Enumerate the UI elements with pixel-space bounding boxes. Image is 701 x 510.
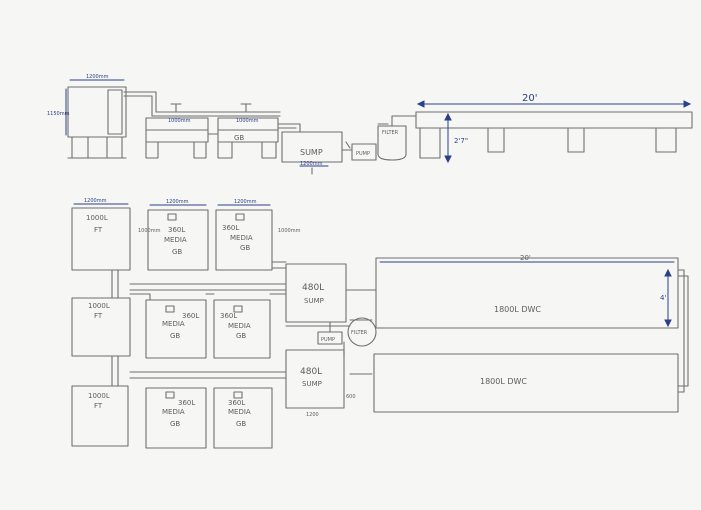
side-dwc-bed [415, 111, 693, 159]
side-dim-1: 1000mm [138, 228, 161, 234]
plan-fish-tank-3: 1000L FT [71, 385, 129, 447]
plan-sump-2: 480L SUMP 1200 [285, 349, 345, 418]
plan-grow-bed-a: 1200mm 360L MEDIA GB [147, 199, 209, 271]
ft1-sub: FT [94, 226, 103, 234]
dwc-length-dimension: 20' [416, 93, 692, 108]
plan-pump-label: PUMP [321, 337, 335, 343]
gb-d-label: 360L [220, 312, 237, 320]
ft-width-label: 1200mm [86, 74, 109, 80]
side-fish-tank [67, 86, 127, 159]
small-dim: 600 [346, 394, 356, 400]
gb-b-dim: 1200mm [234, 199, 257, 205]
filter-label: FILTER [382, 130, 399, 136]
gb-f-sub: MEDIA [228, 408, 251, 416]
gb-b-sub: MEDIA [230, 234, 253, 242]
plan-sump-1: 480L SUMP [285, 263, 347, 323]
plan-dwc-length-dimension: 20' [379, 254, 675, 263]
plan-fish-tank-2: 1000L FT [71, 297, 131, 357]
ft1-dim: 1200mm [84, 198, 107, 204]
gb-c-sub: MEDIA [162, 320, 185, 328]
gb-d-gb: GB [236, 332, 246, 340]
dwc1-label: 1800L DWC [494, 305, 541, 314]
ft3-label: 1000L [88, 392, 110, 400]
ft3-sub: FT [94, 402, 103, 410]
sump2-label: 480L [300, 367, 322, 377]
gb2-width-label: 1000mm [236, 118, 259, 124]
plan-dwc-return-pipe [677, 269, 689, 393]
side-pump: PUMP [351, 143, 377, 161]
side-view: 1200mm 1150mm 1000mm 1000mm GB [47, 74, 693, 175]
plan-grow-bed-c: 360L MEDIA GB [145, 299, 207, 359]
ft-width-dimension: 1200mm [69, 74, 125, 81]
dwc-length-label: 20' [522, 93, 537, 104]
gb-b-gb: GB [240, 244, 250, 252]
sump-width-label: 1200mm [300, 161, 323, 167]
ft2-sub: FT [94, 312, 103, 320]
dwc2-label: 1800L DWC [480, 377, 527, 386]
gb1-width-label: 1000mm [168, 118, 191, 124]
plan-dwc-bed-2: 1800L DWC [373, 353, 679, 413]
gb-d-sub: MEDIA [228, 322, 251, 330]
gb2-label: GB [234, 134, 244, 142]
gb-e-sub: MEDIA [162, 408, 185, 416]
plan-grow-bed-f: 360L MEDIA GB [213, 387, 273, 449]
ft2-label: 1000L [88, 302, 110, 310]
side-filter: FILTER [377, 125, 407, 161]
side-dim-2: 1000mm [278, 228, 301, 234]
gb-a-dim: 1200mm [166, 199, 189, 205]
plan-grow-bed-b: 1200mm 360L MEDIA GB [215, 199, 273, 271]
sump2-dim: 1200 [306, 412, 319, 418]
gb-c-gb: GB [170, 332, 180, 340]
sump1-label: 480L [302, 283, 324, 293]
plan-plumbing [111, 261, 377, 387]
gb-b-label: 360L [222, 224, 239, 232]
plan-dwc-width-dimension: 4' [660, 268, 672, 328]
plan-dwc-length-label: 20' [520, 254, 531, 262]
plan-fish-tank-1: 1200mm 1000L FT [71, 198, 131, 271]
gb-a-label: 360L [168, 226, 185, 234]
dwc-height-label: 2'7" [454, 137, 468, 145]
pump-label: PUMP [356, 151, 370, 157]
plan-filter: FILTER [347, 317, 377, 347]
plan-grow-bed-e: 360L MEDIA GB [145, 387, 207, 449]
sump-label: SUMP [300, 148, 323, 157]
dwc-height-dimension: 2'7" [444, 112, 468, 164]
sump2-sub: SUMP [302, 380, 322, 388]
plan-grow-bed-d: 360L MEDIA GB [213, 299, 271, 359]
side-grow-bed-2: 1000mm GB [217, 117, 279, 159]
gb-a-gb: GB [172, 248, 182, 256]
gb-e-label: 360L [178, 399, 195, 407]
ft-height-dimension: 1150mm [47, 88, 70, 136]
ft-outlet-pipe [123, 91, 281, 113]
side-sump: SUMP 1200mm [281, 131, 343, 175]
plan-dwc-width-label: 4' [660, 294, 666, 302]
ft-outlet-pipe-2 [123, 95, 281, 117]
side-grow-bed-1: 1000mm [145, 117, 209, 159]
gb-c-label: 360L [182, 312, 199, 320]
ft-height-label: 1150mm [47, 111, 70, 117]
plan-dwc-bed-1: 1800L DWC [375, 257, 679, 329]
gb-a-sub: MEDIA [164, 236, 187, 244]
gb-f-label: 360L [228, 399, 245, 407]
gb-e-gb: GB [170, 420, 180, 428]
plan-filter-label: FILTER [351, 330, 368, 336]
plan-pump: PUMP [317, 331, 343, 345]
sump1-sub: SUMP [304, 297, 324, 305]
gb-f-gb: GB [236, 420, 246, 428]
plan-view: 1200mm 1000L FT 1000L FT 1000L FT 1200mm… [71, 198, 689, 449]
ft1-label: 1000L [86, 214, 108, 222]
